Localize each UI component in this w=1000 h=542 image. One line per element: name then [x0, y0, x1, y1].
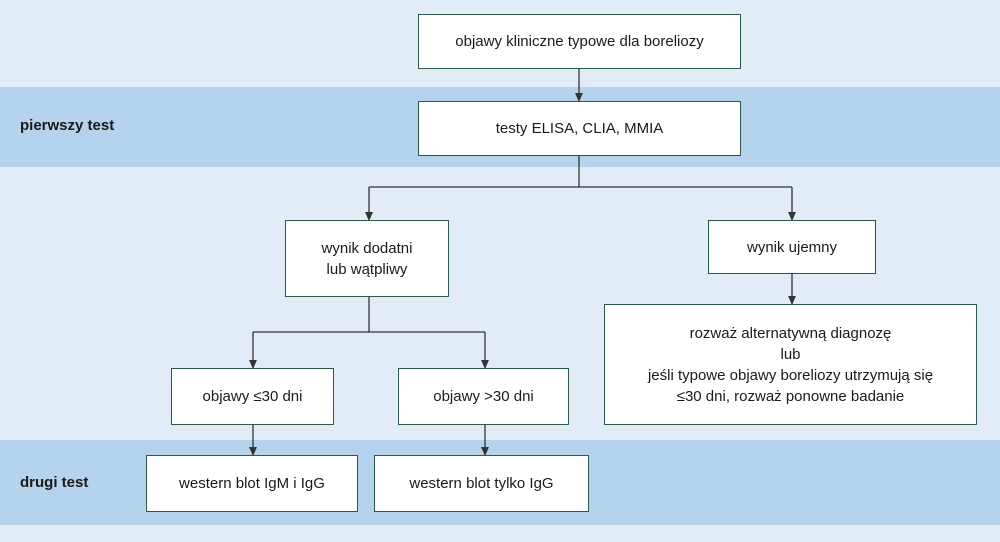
- positive-result-box: wynik dodatni lub wątpliwy: [285, 220, 449, 297]
- connector-positive-split: [253, 297, 485, 333]
- connector-tests-split: [369, 156, 792, 188]
- symptoms-box: objawy kliniczne typowe dla boreliozy: [418, 14, 741, 69]
- alternative-diagnosis-box: rozważ alternatywną diagnozę lub jeśli t…: [604, 304, 977, 425]
- first-test-label: pierwszy test: [20, 117, 115, 134]
- western-blot-igg-box: western blot tylko IgG: [374, 455, 589, 512]
- symptoms-le30-box: objawy ≤30 dni: [171, 368, 334, 425]
- second-test-label: drugi test: [20, 474, 89, 491]
- negative-result-box: wynik ujemny: [708, 220, 876, 274]
- western-blot-igm-igg-box: western blot IgM i IgG: [146, 455, 358, 512]
- tests-box: testy ELISA, CLIA, MMIA: [418, 101, 741, 156]
- symptoms-gt30-box: objawy >30 dni: [398, 368, 569, 425]
